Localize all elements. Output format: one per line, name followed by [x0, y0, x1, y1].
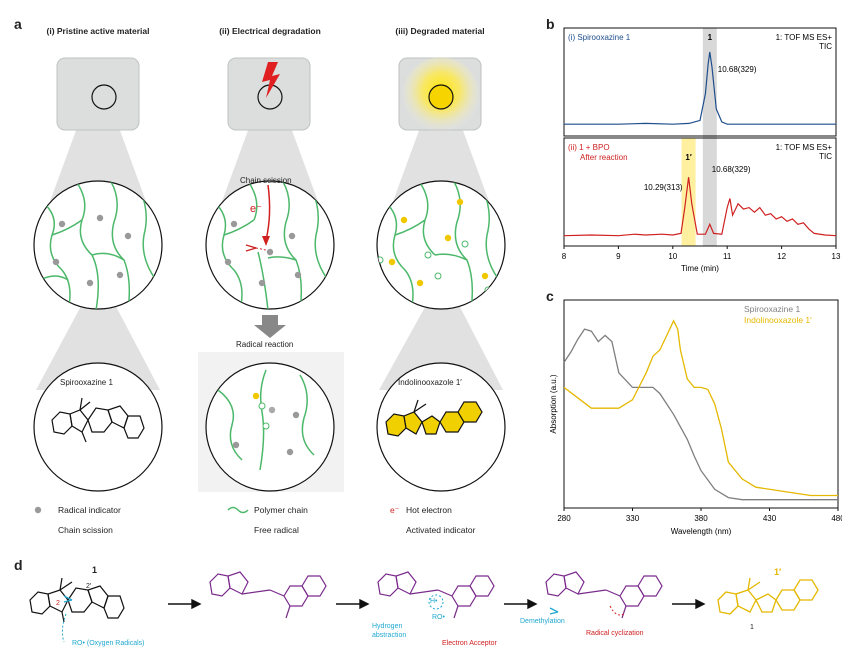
legend-hot-electron-symbol: e⁻	[390, 505, 400, 515]
panel-d-letter: d	[14, 557, 23, 573]
subplot-frame-1	[563, 137, 837, 247]
peak-label-1-0: 1′	[685, 153, 691, 162]
panel-b-letter: b	[546, 16, 555, 32]
panel-c-letter: c	[546, 288, 554, 304]
x-axis-label: Wavelength (nm)	[671, 527, 732, 536]
radical-cyclization-label: Radical cyclization	[586, 630, 644, 637]
series-line-1	[563, 319, 838, 497]
subplot-subname-1: After reaction	[580, 153, 628, 162]
hot-electron-path	[265, 184, 271, 241]
pos-2-label: 2	[56, 600, 60, 607]
detector-label-1: 1: TOF MS ES+	[776, 143, 833, 152]
pristine-device-square	[56, 57, 140, 131]
mechanism-scheme	[29, 571, 819, 643]
pos-2p-label: 2′	[86, 583, 92, 590]
chain-scission-label: Chain scission	[240, 176, 292, 185]
subplot-name-0: (i) Spirooxazine 1	[568, 33, 631, 42]
legend-radical-indicator-icon	[34, 506, 42, 514]
electrical-device-square	[227, 57, 311, 131]
x-tick-label-4: 480	[831, 514, 842, 523]
product-number-top-label: 1′	[774, 567, 782, 577]
highlight-band-0	[681, 138, 696, 246]
subplot-frame-0	[563, 27, 837, 137]
indolinooxazole-structure	[385, 399, 483, 437]
molecule-right-label: Indolinooxazole 1′	[398, 378, 462, 387]
panel-a-title-pristine: (i) Pristine active material	[46, 26, 150, 36]
mode-label-1: TIC	[819, 152, 832, 161]
electron-acceptor-label: Electron Acceptor	[442, 640, 497, 647]
peak-label-0-1: 10.68(329)	[718, 65, 757, 74]
legend-polymer-chain-icon	[227, 506, 249, 514]
legend-chain-scission-label: Chain scission	[58, 525, 113, 535]
ro-radicals-label: RO• (Oxygen Radicals)	[72, 640, 145, 647]
legend-radical-indicator-label: Radical indicator	[58, 505, 121, 515]
x-tick-label-0: 8	[562, 252, 567, 261]
x-tick-label-1: 9	[616, 252, 621, 261]
legend-hot-electron-label: Hot electron	[406, 505, 452, 515]
mol1-number-label: 1	[92, 565, 98, 575]
product-number-bottom-label: 1	[750, 624, 754, 631]
h-dot-label: H•	[430, 598, 438, 605]
subplot-name-1: (ii) 1 + BPO	[568, 143, 610, 152]
ro-dot-label: RO•	[432, 614, 445, 621]
panel-a-letter: a	[14, 16, 22, 32]
series-line-0	[564, 51, 836, 125]
plot-frame	[563, 299, 839, 509]
peak-label-1-2: 10.68(329)	[712, 165, 751, 174]
detector-label-0: 1: TOF MS ES+	[776, 33, 833, 42]
x-tick-label-2: 10	[668, 252, 677, 261]
legend-entry-0: Spirooxazine 1	[744, 304, 801, 314]
scissors-icon-demethylation	[549, 607, 559, 615]
molecule-left-label: Spirooxazine 1	[60, 378, 113, 387]
panel-a-illustration	[33, 57, 506, 514]
x-tick-label-3: 430	[763, 514, 777, 523]
x-tick-label-0: 280	[557, 514, 571, 523]
scissors-icon	[245, 244, 257, 252]
x-axis-label: Time (min)	[681, 264, 719, 273]
spirooxazine-structure	[51, 397, 145, 443]
hydrogen-radical-dashed-circle	[428, 594, 444, 610]
panel-a-title-degraded: (iii) Degraded material	[395, 26, 485, 36]
legend-polymer-chain-label: Polymer chain	[254, 505, 308, 515]
radical-reaction-arrow	[254, 315, 286, 338]
x-tick-label-4: 12	[777, 252, 786, 261]
legend-entry-1: Indolinooxazole 1′	[744, 315, 812, 325]
hydrogen-abstraction-label: Hydrogen abstraction	[372, 623, 407, 639]
x-tick-label-1: 330	[626, 514, 640, 523]
mode-label-0: TIC	[819, 42, 832, 51]
radical-reaction-label: Radical reaction	[236, 340, 294, 349]
y-axis-label: Absorption (a.u.)	[549, 374, 558, 433]
peak-label-1-1: 10.29(313)	[644, 183, 683, 192]
highlight-band-1	[702, 28, 717, 246]
panel-a-title-electrical: (ii) Electrical degradation	[219, 26, 321, 36]
x-tick-label-2: 380	[694, 514, 708, 523]
legend-activated-indicator-label: Activated indicator	[406, 525, 476, 535]
hot-electron-label: e⁻	[250, 203, 262, 215]
lightning-icon	[262, 62, 280, 98]
peak-label-0-0: 1	[708, 33, 713, 42]
demethylation-label: Demethylation	[520, 618, 565, 625]
series-line-0	[563, 328, 838, 501]
series-line-1	[563, 177, 837, 237]
x-tick-label-3: 11	[723, 252, 732, 261]
x-tick-label-5: 13	[832, 252, 841, 261]
scissors-icon-mol1	[63, 595, 73, 603]
legend-free-radical-label: Free radical	[254, 525, 299, 535]
